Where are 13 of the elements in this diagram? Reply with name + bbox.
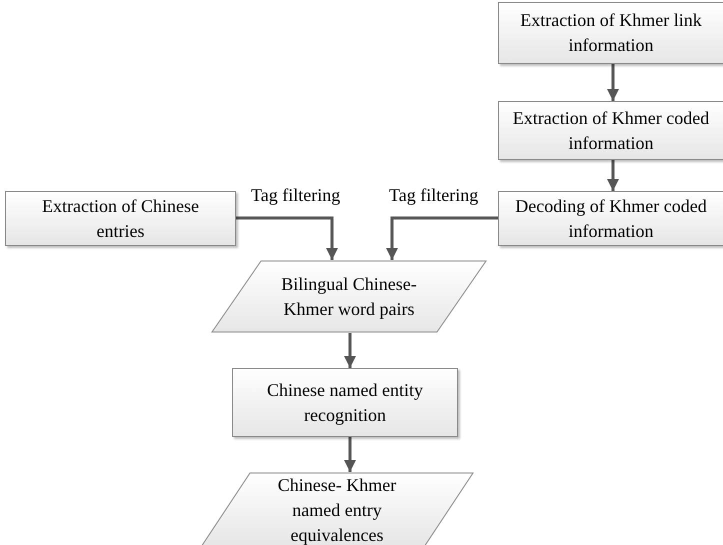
arrow <box>236 216 338 260</box>
arrow <box>607 160 619 191</box>
process-box: Extraction of Chinese entries <box>5 191 236 246</box>
arrow <box>344 437 356 472</box>
arrow <box>607 64 619 101</box>
process-box: Extraction of Khmer coded information <box>498 101 723 160</box>
process-box: Decoding of Khmer coded information <box>498 191 723 246</box>
process-box: Extraction of Khmer link information <box>498 2 723 64</box>
data-parallelogram: Chinese- Khmer named entry equivalences <box>200 472 474 545</box>
data-parallelogram: Bilingual Chinese-Khmer word pairs <box>211 260 487 333</box>
arrow <box>386 216 498 260</box>
arrow <box>344 333 356 368</box>
process-box: Chinese named entity recognition <box>232 368 458 437</box>
